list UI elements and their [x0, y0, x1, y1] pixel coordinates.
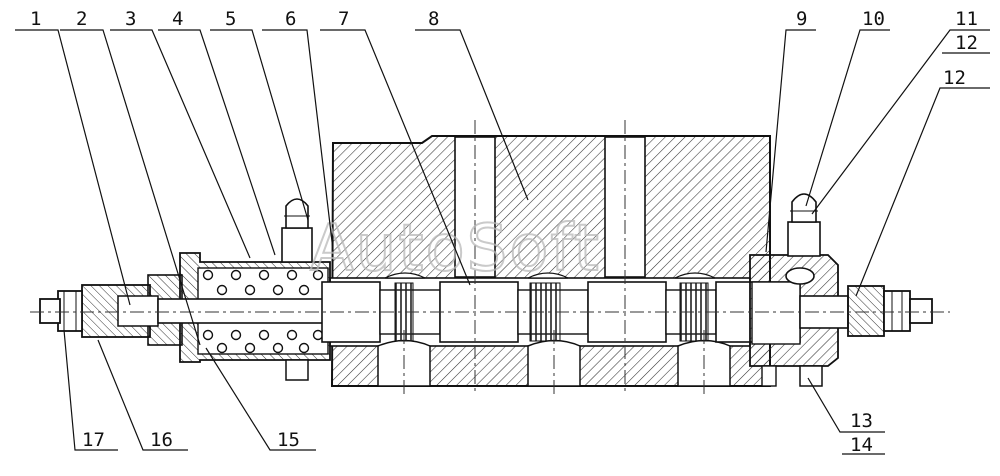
- part-label-9: 9: [796, 8, 807, 30]
- part-label-12: 12: [943, 67, 966, 89]
- top-plug-right: [787, 193, 821, 257]
- part-labels: 1 2 3 4 5 6 7 8 9 10 11 12 12 13 14 15 1…: [30, 8, 978, 456]
- part-label-13: 13: [850, 410, 873, 432]
- part-label-7: 7: [338, 8, 349, 30]
- part-label-10: 10: [862, 8, 885, 30]
- watermark: AutoSoft: [310, 212, 601, 286]
- bottom-plugs: [285, 359, 823, 387]
- left-fitting: [39, 284, 159, 338]
- part-label-5: 5: [225, 8, 236, 30]
- part-label-17: 17: [82, 429, 105, 451]
- right-cap: [749, 254, 933, 367]
- leader-lines: [15, 29, 990, 455]
- part-label-14: 14: [850, 434, 873, 456]
- centerlines: [30, 120, 950, 395]
- part-label-15: 15: [277, 429, 300, 451]
- top-plug-left: [281, 198, 313, 263]
- part-label-16: 16: [150, 429, 173, 451]
- spring-coils: [202, 269, 324, 354]
- part-label-2: 2: [76, 8, 87, 30]
- part-label-6: 6: [285, 8, 296, 30]
- part-label-8: 8: [428, 8, 439, 30]
- part-label-3: 3: [125, 8, 136, 30]
- part-label-4: 4: [172, 8, 183, 30]
- part-label-11: 11: [955, 8, 978, 30]
- part-label-1: 1: [30, 8, 41, 30]
- part-label-12-fraction: 12: [955, 32, 978, 54]
